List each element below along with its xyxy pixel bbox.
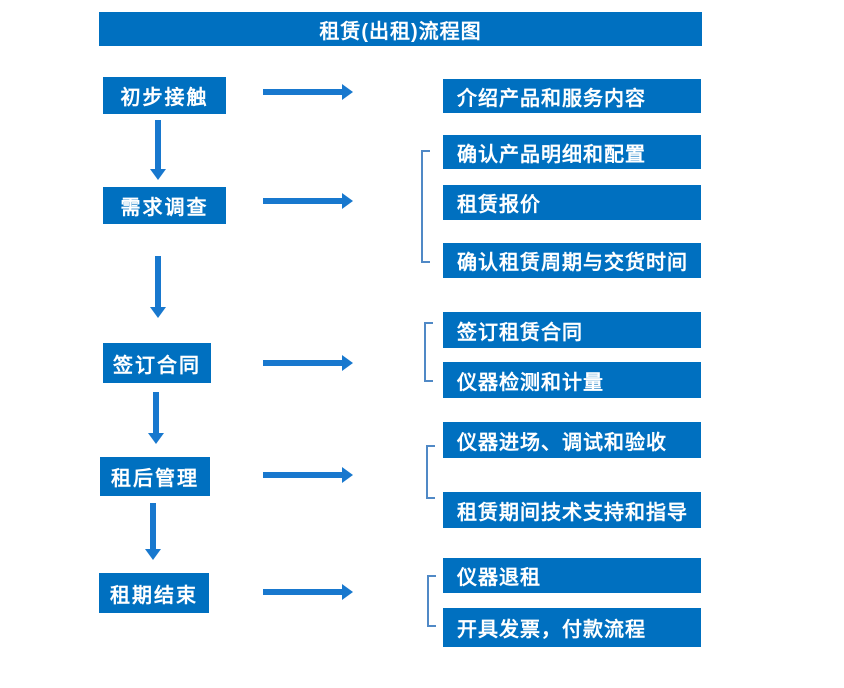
flowchart-title: 租赁(出租)流程图 (99, 12, 702, 46)
down-arrow-icon (145, 503, 161, 560)
right-arrow-icon (263, 84, 353, 100)
arrow-head (342, 467, 353, 483)
arrow-shaft (155, 256, 161, 307)
detail-box-instrument-return: 仪器退租 (443, 558, 701, 593)
detail-box-rental-quote: 租赁报价 (443, 185, 701, 220)
detail-box-introduce-products: 介绍产品和服务内容 (443, 79, 701, 113)
detail-box-instrument-testing: 仪器检测和计量 (443, 362, 701, 398)
right-arrow-icon (263, 584, 353, 600)
arrow-shaft (150, 503, 156, 549)
group-bracket (421, 150, 430, 263)
group-bracket (427, 575, 436, 627)
arrow-shaft (153, 392, 159, 433)
step-box-demand-survey: 需求调查 (103, 187, 226, 224)
arrow-shaft (155, 120, 161, 169)
detail-box-confirm-period-delivery: 确认租赁周期与交货时间 (443, 243, 701, 278)
arrow-head (148, 433, 164, 444)
arrow-head (342, 355, 353, 371)
step-box-post-rental-management: 租后管理 (100, 457, 210, 496)
arrow-head (342, 193, 353, 209)
arrow-shaft (263, 589, 342, 595)
step-box-initial-contact: 初步接触 (103, 77, 226, 114)
down-arrow-icon (148, 392, 164, 444)
arrow-shaft (263, 89, 342, 95)
group-bracket (424, 322, 433, 382)
detail-box-instrument-setup-acceptance: 仪器进场、调试和验收 (443, 422, 701, 458)
step-box-rental-end: 租期结束 (99, 573, 209, 613)
arrow-head (342, 84, 353, 100)
arrow-head (145, 549, 161, 560)
arrow-head (342, 584, 353, 600)
arrow-head (150, 169, 166, 180)
detail-box-technical-support: 租赁期间技术支持和指导 (443, 492, 701, 528)
arrow-shaft (263, 360, 342, 366)
arrow-shaft (263, 198, 342, 204)
group-bracket (426, 445, 435, 499)
arrow-shaft (263, 472, 342, 478)
right-arrow-icon (263, 193, 353, 209)
down-arrow-icon (150, 120, 166, 180)
down-arrow-icon (150, 256, 166, 318)
arrow-head (150, 307, 166, 318)
detail-box-invoice-payment: 开具发票，付款流程 (443, 608, 701, 647)
right-arrow-icon (263, 355, 353, 371)
detail-box-sign-rental-contract: 签订租赁合同 (443, 312, 701, 348)
step-box-sign-contract: 签订合同 (103, 343, 211, 383)
right-arrow-icon (263, 467, 353, 483)
detail-box-confirm-product-config: 确认产品明细和配置 (443, 135, 701, 169)
